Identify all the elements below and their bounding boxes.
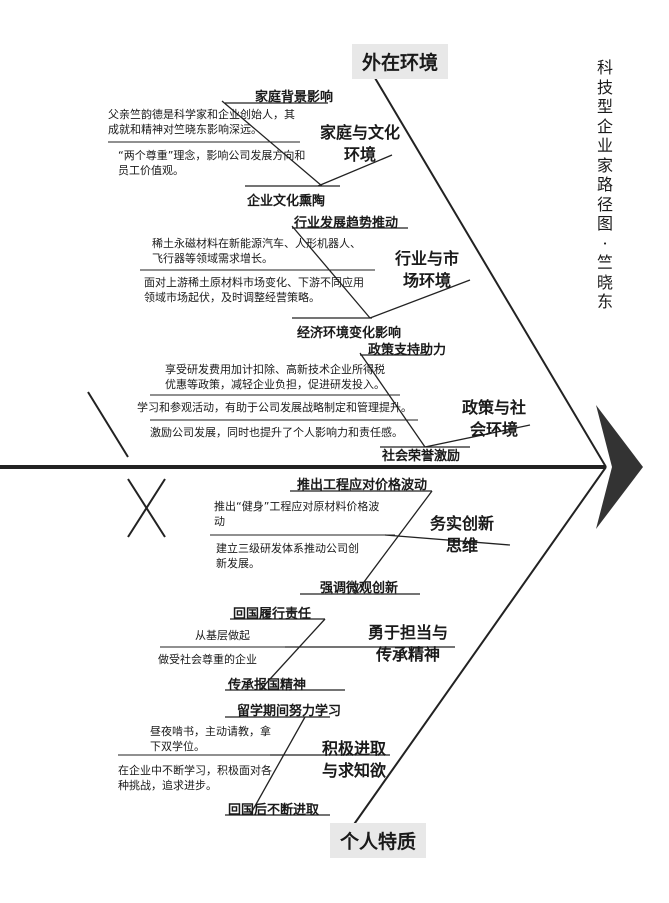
family-name-line-1: 家庭与文化: [320, 123, 401, 142]
progress-item-1: 昼夜啃书，主动请教，拿下双学位。: [150, 725, 271, 753]
progress-bottom-label: 回国后不断进取: [228, 803, 320, 818]
fish-head-arrow: [596, 405, 643, 529]
external-environment-header: 外在环境: [352, 44, 449, 79]
industry-category-name: 行业与市 场环境: [395, 248, 459, 292]
responsibility-bottom-label: 传承报国精神: [228, 678, 307, 693]
policy-item-2: 学习和参观活动，有助于公司发展战略制定和管理提升。: [137, 401, 412, 414]
family-name-line-2: 环境: [344, 145, 377, 164]
pragmatic-name-line-2: 思维: [446, 536, 479, 555]
responsibility-category-name: 勇于担当与 传承精神: [368, 622, 448, 666]
upper-main-bone: [374, 77, 607, 468]
policy-item-1: 享受研发费用加计扣除、高新技术企业所得税优惠等政策，减轻企业负担，促进研发投入。: [165, 363, 385, 391]
pragmatic-bottom-label: 强调微观创新: [320, 581, 399, 596]
progress-top-label: 留学期间努力学习: [237, 704, 342, 719]
family-item-1: 父亲竺韵德是科学家和企业创始人，其成就和精神对竺晓东影响深远。: [108, 108, 295, 136]
policy-name-line-1: 政策与社: [462, 398, 527, 417]
family-bottom-label: 企业文化熏陶: [247, 194, 326, 209]
responsibility-name-line-2: 传承精神: [376, 645, 441, 664]
family-category-name: 家庭与文化 环境: [320, 122, 400, 166]
policy-top-label: 政策支持助力: [368, 343, 447, 358]
progress-name-line-1: 积极进取: [322, 739, 387, 758]
industry-item-1: 稀土永磁材料在新能源汽车、人形机器人、飞行器等领域需求增长。: [152, 237, 361, 265]
responsibility-item-1: 从基层做起: [195, 629, 250, 642]
policy-category-name: 政策与社 会环境: [462, 397, 526, 441]
industry-name-line-1: 行业与市: [395, 249, 460, 268]
industry-name-line-2: 场环境: [403, 271, 452, 290]
personal-traits-header: 个人特质: [330, 823, 427, 858]
responsibility-item-2: 做受社会尊重的企业: [158, 653, 257, 666]
industry-item-2: 面对上游稀土原材料市场变化、下游不同应用领域市场起伏，及时调整经营策略。: [144, 276, 364, 304]
lower-main-bone: [349, 466, 607, 831]
family-item-2: “两个尊重”理念，影响公司发展方向和员工价值观。: [118, 149, 306, 177]
policy-name-line-2: 会环境: [470, 420, 519, 439]
pragmatic-item-1: 推出“健身”工程应对原材料价格波动: [214, 500, 380, 528]
progress-category-name: 积极进取 与求知欲: [322, 738, 386, 782]
industry-bottom-label: 经济环境变化影响: [297, 326, 402, 341]
pragmatic-top-label: 推出工程应对价格波动: [297, 478, 428, 493]
progress-item-2: 在企业中不断学习，积极面对各种挑战，追求进步。: [118, 764, 272, 792]
policy-item-3: 激励公司发展，同时也提升了个人影响力和责任感。: [150, 426, 403, 439]
pragmatic-item-2: 建立三级研发体系推动公司创新发展。: [216, 542, 359, 570]
responsibility-top-label: 回国履行责任: [233, 607, 312, 622]
policy-bottom-label: 社会荣誉激励: [382, 449, 461, 464]
family-top-label: 家庭背景影响: [255, 90, 334, 105]
industry-top-label: 行业发展趋势推动: [294, 216, 399, 231]
vertical-title: 科技型企业家路径图·竺晓东: [596, 58, 613, 311]
responsibility-name-line-1: 勇于担当与: [368, 623, 449, 642]
progress-name-line-2: 与求知欲: [322, 761, 387, 780]
pragmatic-name-line-1: 务实创新: [430, 514, 495, 533]
pragmatic-category-name: 务实创新 思维: [430, 513, 494, 557]
